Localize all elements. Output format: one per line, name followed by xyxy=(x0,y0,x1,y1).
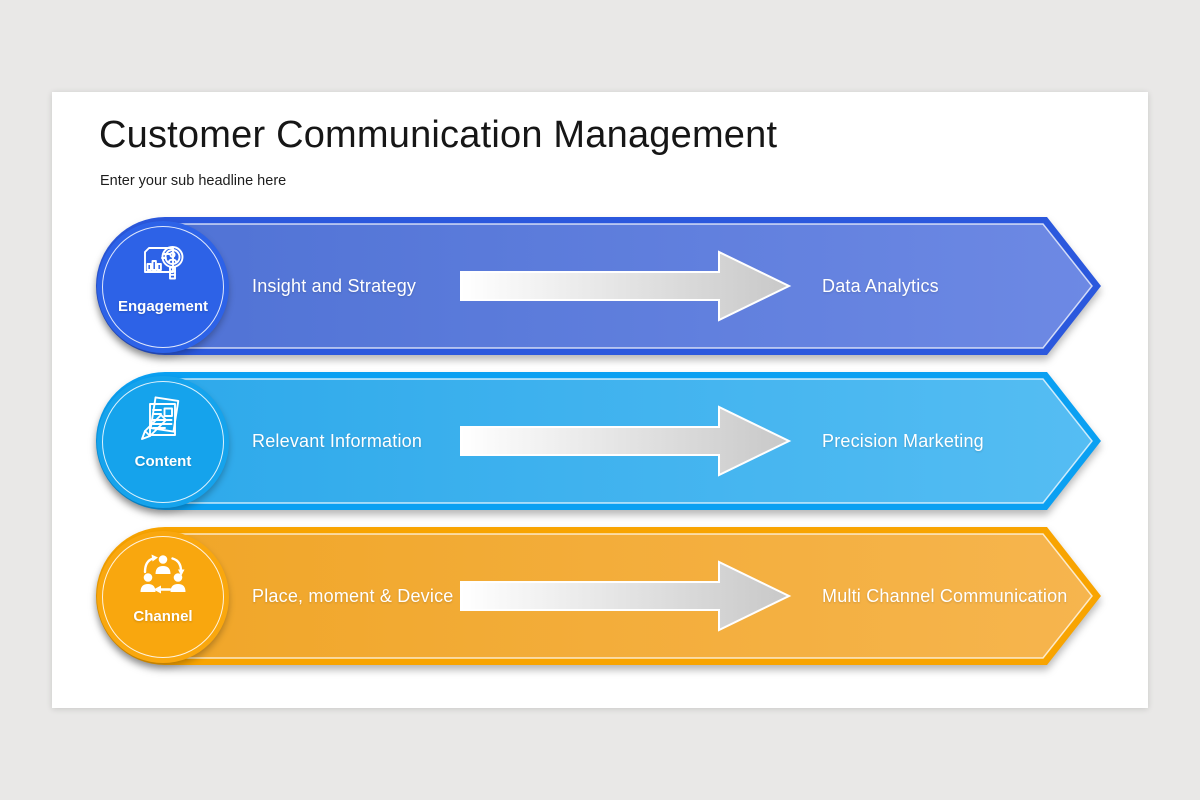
banner-left-text: Relevant Information xyxy=(252,430,423,451)
documents-pencil-icon xyxy=(141,396,180,440)
banner-row-content[interactable]: Content Relevant Information Precision M… xyxy=(96,372,1106,510)
banner-right-text: Data Analytics xyxy=(822,275,939,296)
flow-arrow-icon xyxy=(460,250,792,322)
analytics-magnifier-icon xyxy=(144,246,184,280)
page-title: Customer Communication Management xyxy=(99,114,778,156)
slide-canvas: Customer Communication Management Enter … xyxy=(52,92,1148,708)
banner-right-text: Multi Channel Communication xyxy=(822,585,1068,606)
banner-row-engagement[interactable]: Engagement Insight and Strategy Data Ana… xyxy=(96,217,1106,355)
people-network-icon xyxy=(140,554,186,594)
badge-content[interactable]: Content xyxy=(97,376,229,508)
badge-channel[interactable]: Channel xyxy=(97,531,229,663)
banner-left-text: Place, moment & Device xyxy=(252,585,454,606)
page-subtitle: Enter your sub headline here xyxy=(100,173,287,189)
badge-label: Content xyxy=(134,453,192,470)
badge-label: Channel xyxy=(133,608,193,625)
banner-left-text: Insight and Strategy xyxy=(252,275,417,296)
banner-right-text: Precision Marketing xyxy=(822,430,984,451)
badge-engagement[interactable]: Engagement xyxy=(97,221,229,353)
flow-arrow-icon xyxy=(460,405,792,477)
badge-label: Engagement xyxy=(117,298,208,315)
banner-row-channel[interactable]: Channel Place, moment & Device Multi Cha… xyxy=(96,527,1106,665)
flow-arrow-icon xyxy=(460,560,792,632)
